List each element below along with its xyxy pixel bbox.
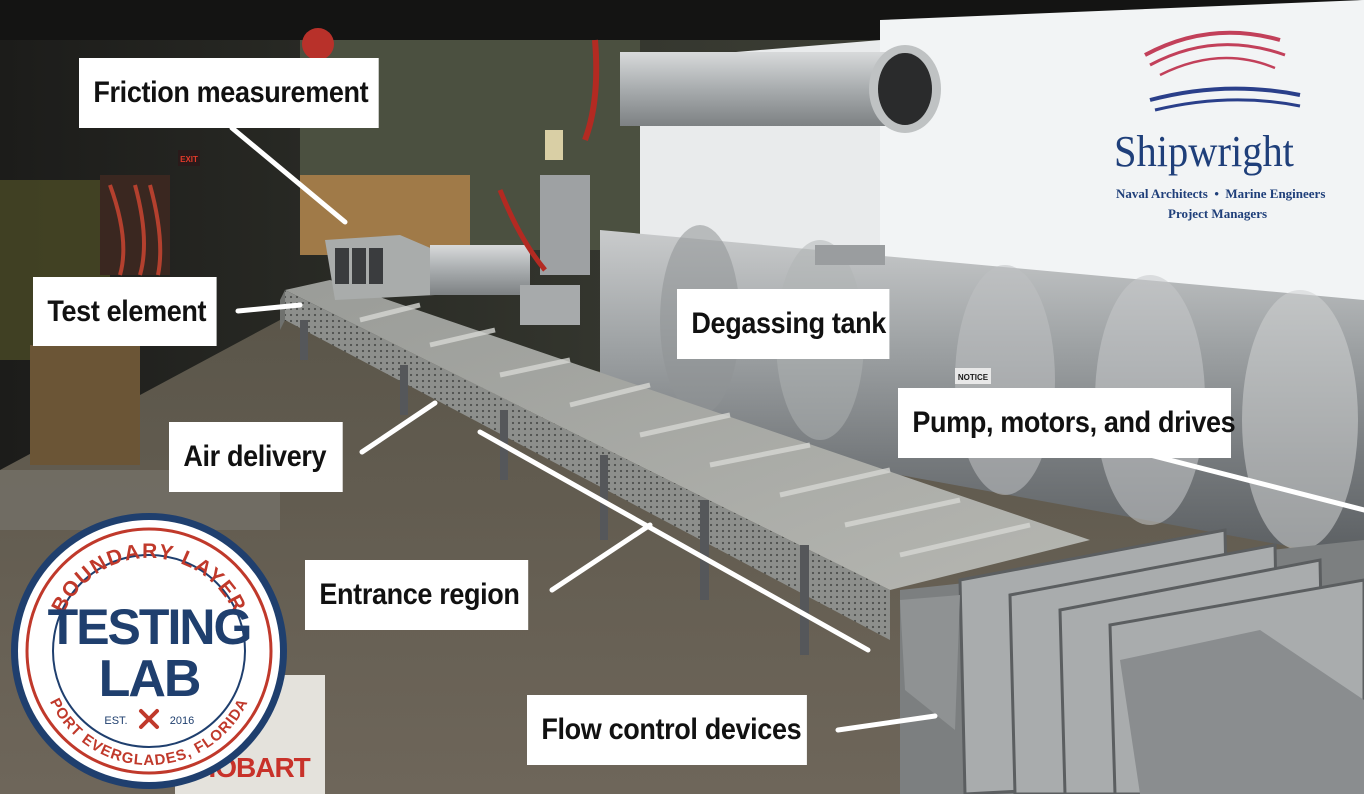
seal-year: 2016 — [170, 715, 194, 727]
notice-sign: NOTICE — [958, 373, 989, 382]
seal-line2: LAB — [99, 650, 200, 708]
banner-line1: Naval Architects • Marine Engineers — [1116, 186, 1326, 201]
seal-line1: TESTING — [48, 599, 251, 655]
callout-friction-measurement: Friction measurement — [79, 58, 379, 128]
leader-entrance — [549, 522, 653, 593]
leader-air — [359, 400, 438, 455]
callout-pump-motors-drives: Pump, motors, and drives — [898, 388, 1236, 458]
banner-name: Shipwright — [1114, 127, 1294, 176]
callout-entrance-region: Entrance region — [305, 560, 529, 630]
callout-flow-control-devices: Flow control devices — [527, 695, 807, 765]
callout-degassing-tank: Degassing tank — [677, 289, 890, 359]
leader-flow — [835, 713, 938, 733]
leader-test — [235, 302, 303, 314]
exit-sign: EXIT — [180, 155, 198, 164]
callout-test-element: Test element — [33, 277, 217, 346]
leader-friction — [229, 125, 348, 225]
seal-est: EST. — [104, 715, 127, 727]
seal-cross-icon — [139, 709, 159, 729]
leader-channel — [477, 429, 871, 653]
leader-pump — [1147, 452, 1364, 513]
testing-lab-seal: BOUNDARY LAYER PORT EVERGLADES, FLORIDA … — [11, 513, 287, 789]
callout-air-delivery: Air delivery — [169, 422, 343, 492]
banner-line2: Project Managers — [1168, 206, 1268, 221]
